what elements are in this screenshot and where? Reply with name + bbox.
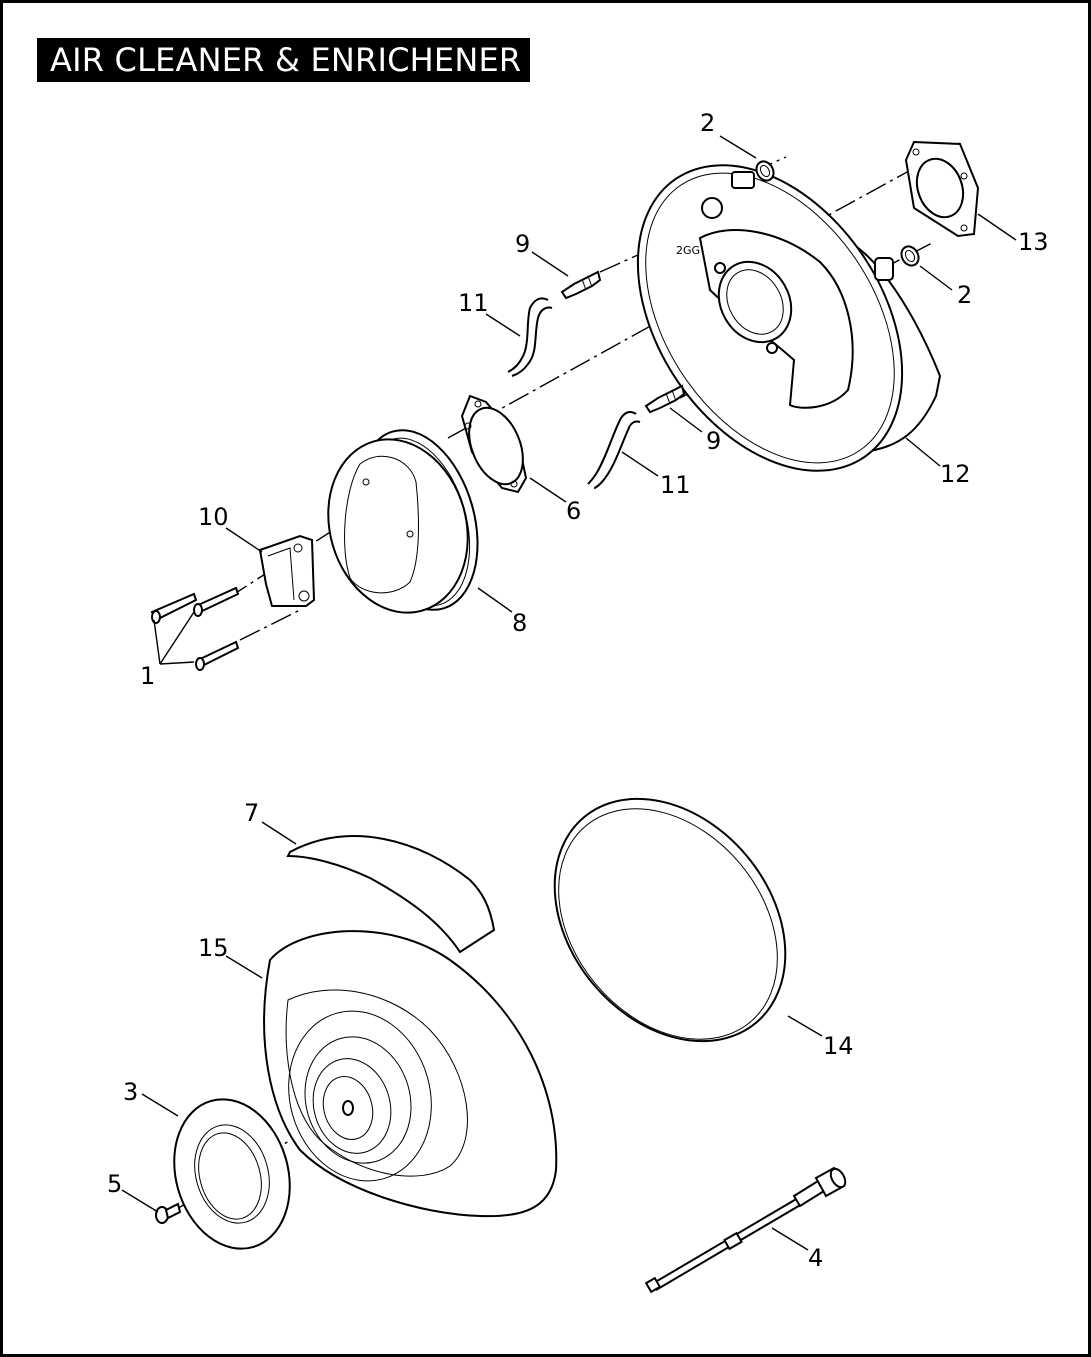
- svg-text:2GG: 2GG: [676, 244, 700, 257]
- breather-hose-lower: [587, 411, 641, 489]
- page-title: AIR CLEANER & ENRICHENER: [37, 38, 530, 82]
- callout-7: 7: [244, 799, 259, 827]
- backplate: 2GG: [636, 164, 942, 472]
- callout-9-lower: 9: [706, 427, 721, 455]
- breather-bolt-upper: [560, 270, 602, 300]
- breather-bolt-lower: [644, 384, 686, 414]
- callout-11-lower: 11: [660, 471, 691, 499]
- trim-strip: [286, 835, 496, 954]
- callout-3: 3: [123, 1078, 138, 1106]
- callout-9-upper: 9: [515, 230, 530, 258]
- leader-lines: [121, 135, 1017, 1251]
- callout-1: 1: [140, 662, 155, 690]
- o-ring-upper: [755, 160, 775, 182]
- air-cleaner-cover: [263, 930, 558, 1218]
- enrichener-cable: [644, 1166, 847, 1294]
- callout-10: 10: [198, 503, 229, 531]
- screws: [150, 586, 240, 671]
- callout-2-lower: 2: [957, 281, 972, 309]
- filter-element: [327, 429, 479, 614]
- breather-hose-upper: [507, 297, 553, 377]
- callout-11-upper: 11: [458, 289, 489, 317]
- medallion-screw: [155, 1202, 182, 1224]
- callout-labels: 2 2 13 9 9 11 11 12 6 8 10 1 7 15 14 3 5…: [107, 109, 1049, 1272]
- backplate-gasket: [904, 140, 980, 238]
- callout-13: 13: [1018, 228, 1049, 256]
- medallion: [173, 1098, 291, 1250]
- filter-gasket: [460, 394, 528, 494]
- callout-4: 4: [808, 1244, 823, 1272]
- o-ring-lower: [900, 245, 920, 267]
- callout-15: 15: [198, 934, 229, 962]
- callout-2-upper: 2: [700, 109, 715, 137]
- cover-seal-ring: [553, 797, 787, 1043]
- mounting-bracket: [258, 534, 316, 607]
- callout-5: 5: [107, 1170, 122, 1198]
- callout-14: 14: [823, 1032, 854, 1060]
- callout-6: 6: [566, 497, 581, 525]
- callout-12: 12: [940, 460, 971, 488]
- callout-8: 8: [512, 609, 527, 637]
